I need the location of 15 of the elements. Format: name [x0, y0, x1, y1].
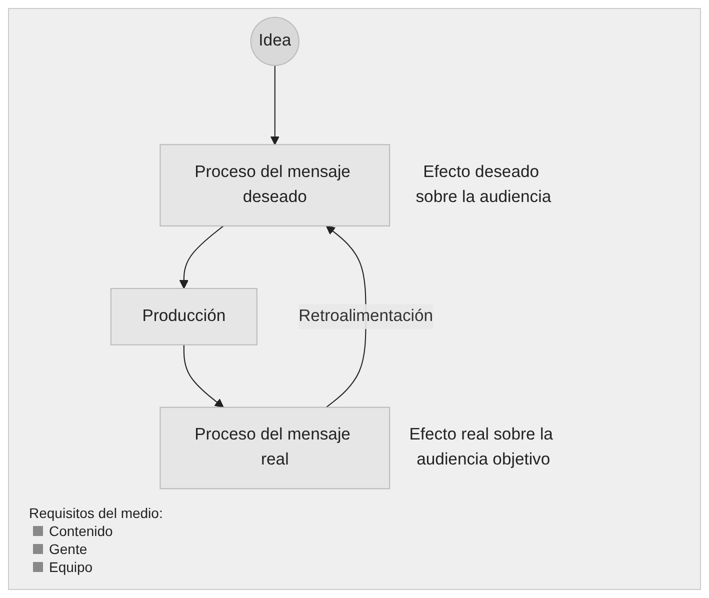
arrow — [270, 65, 280, 146]
arrow — [179, 226, 224, 289]
node-box: Proceso del mensaje real — [160, 406, 390, 490]
arrow — [326, 226, 366, 408]
list-item: Gente — [49, 541, 88, 557]
node-box: Proceso del mensaje deseado — [160, 144, 390, 226]
node-label: Efecto deseado sobre la audiencia — [416, 163, 552, 206]
arrow — [183, 344, 224, 408]
note-heading: Requisitos del medio: — [29, 505, 164, 521]
node-box: Producción — [110, 288, 258, 346]
node-circle: Idea — [250, 16, 300, 66]
list-item: Equipo — [49, 559, 93, 575]
node-label: Efecto real sobre la audiencia objetivo — [409, 426, 553, 469]
list-item: Contenido — [49, 523, 113, 539]
edge-label: Retroalimentación — [298, 307, 434, 325]
